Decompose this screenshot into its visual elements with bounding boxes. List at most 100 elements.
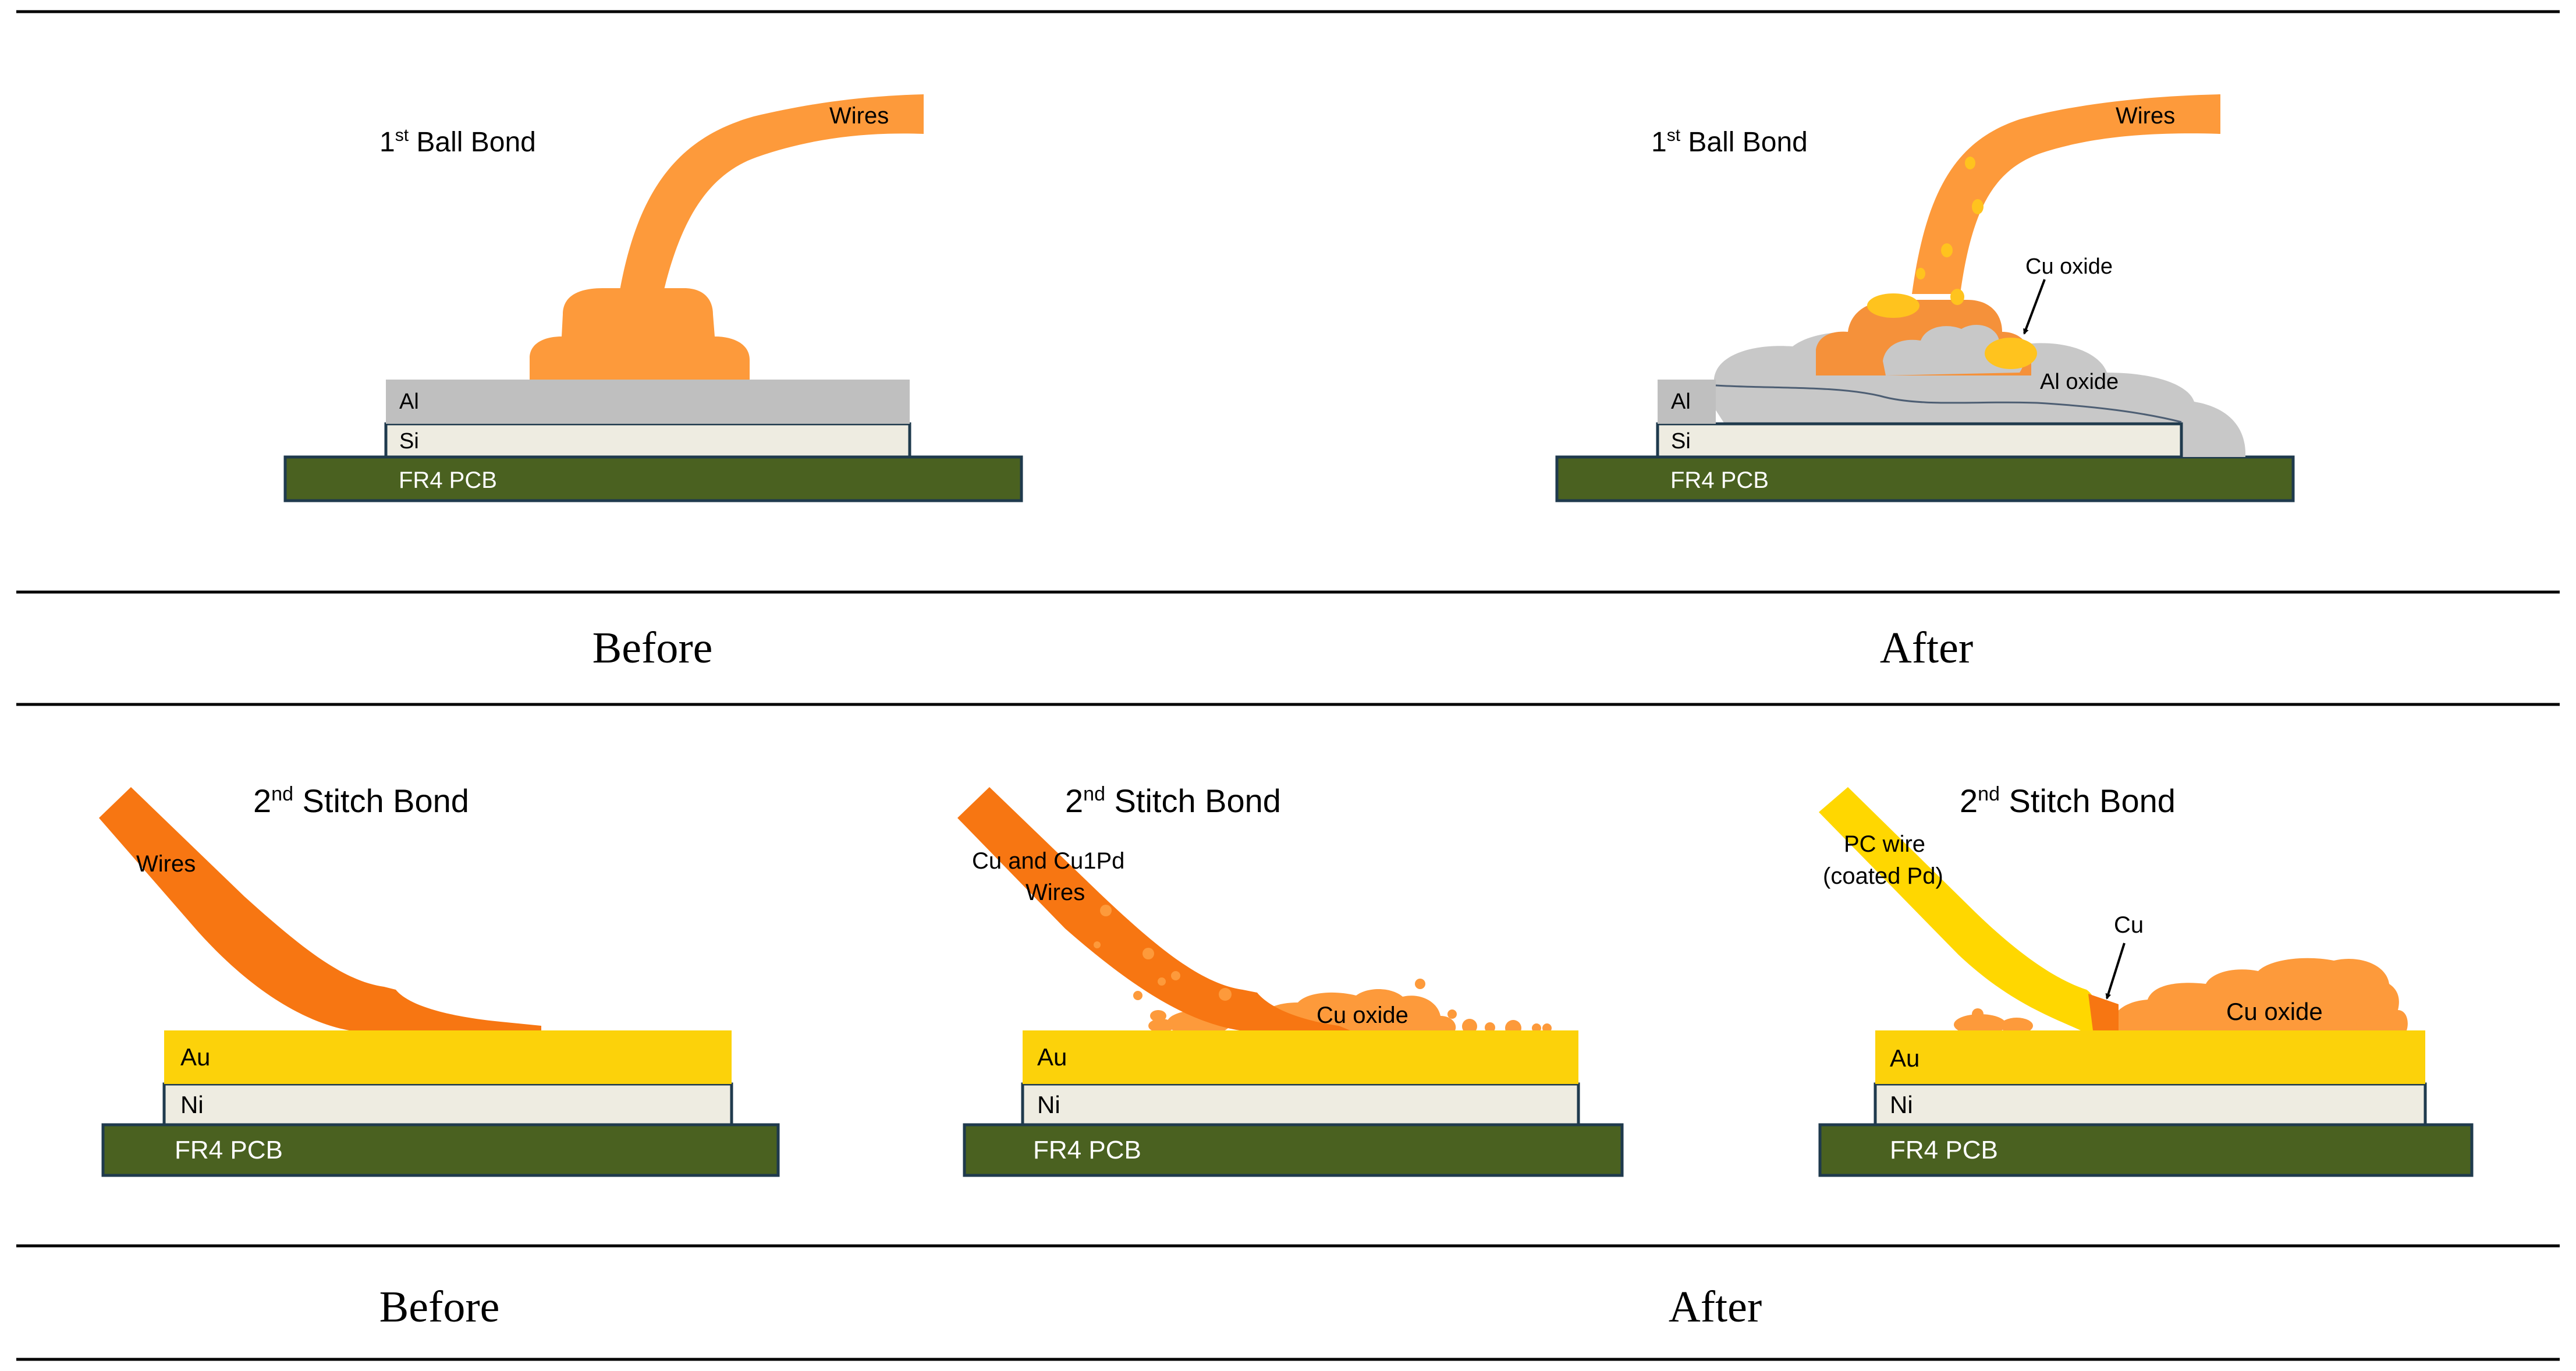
fr4-pcb-layer: [283, 455, 1023, 502]
wire-shape: [619, 94, 924, 297]
title-sup: st: [395, 126, 409, 145]
title-sup: nd: [1083, 783, 1105, 805]
ni-label: Ni: [1037, 1091, 1060, 1118]
cu-oxide-dot: [1100, 905, 1112, 916]
al-oxide-boundary: [1715, 384, 2182, 423]
cu-oxide-spot: [1965, 157, 1975, 169]
title-main: 1: [379, 127, 395, 158]
title-rest: Stitch Bond: [293, 782, 469, 819]
caption-before: Before: [379, 1283, 500, 1331]
title-main: 1: [1651, 127, 1667, 158]
cu-oxide-arrow: [2023, 279, 2046, 335]
caption-after: After: [1669, 1283, 1762, 1331]
ball-bond-title: 1st Ball Bond: [1651, 126, 1808, 158]
al-layer: [1658, 380, 1716, 424]
ball-bond-title: 1st Ball Bond: [379, 126, 536, 158]
al-label: Al: [399, 389, 419, 414]
title-sup: st: [1667, 126, 1681, 145]
cu-oxide-dot: [1171, 971, 1180, 980]
cu-oxide-spot: [1950, 289, 1964, 305]
wire-label-line2: (coated Pd): [1823, 863, 1943, 889]
cu-oxide-blob: [1150, 1010, 1166, 1022]
cu-oxide-blob: [2000, 1018, 2033, 1034]
pcb-label: FR4 PCB: [399, 467, 497, 493]
cu-oxide-spot: [1941, 243, 1953, 257]
au-label: Au: [180, 1043, 210, 1071]
ni-label: Ni: [1890, 1091, 1913, 1118]
cu-oxide-blob: [2356, 1015, 2391, 1034]
caption-after: After: [1880, 623, 1973, 672]
cu-oxide-blob: [1954, 1014, 2006, 1035]
title-sup: nd: [1978, 783, 2000, 805]
al-layer: [386, 380, 910, 424]
stitch-bond-title: 2nd Stitch Bond: [253, 782, 469, 819]
cu-oxide-blob: [1972, 1008, 1984, 1020]
title-main: 2: [1065, 782, 1083, 819]
table-rules: [16, 10, 2560, 1361]
ball-bond-shape: [530, 288, 750, 380]
pcb-label: FR4 PCB: [175, 1136, 283, 1164]
pcb-label: FR4 PCB: [1670, 467, 1769, 493]
si-layer: [1656, 422, 2183, 459]
cu-oxide-dot: [1219, 988, 1232, 1001]
ni-label: Ni: [180, 1091, 204, 1118]
cu-oxide-dot: [1447, 1009, 1457, 1019]
cu-oxide-dot: [1133, 991, 1142, 1000]
caption-before: Before: [592, 623, 713, 672]
al-oxide-bumps: [1883, 324, 2024, 375]
wire-shape: [1912, 94, 2220, 294]
wire-label: Wires: [829, 103, 889, 129]
stitch-bond-title: 2nd Stitch Bond: [1065, 782, 1281, 819]
al-oxide-label: Al oxide: [2040, 370, 2119, 394]
cu-oxide-spot: [1916, 268, 1925, 279]
cu-oxide-dot: [1158, 977, 1166, 986]
au-label: Au: [1037, 1043, 1067, 1071]
pc-wire-shape: [1819, 787, 2096, 1030]
au-layer: [164, 1030, 732, 1084]
ni-layer: [162, 1082, 733, 1126]
cu-oxide-dot: [1415, 979, 1425, 989]
stitch-bond-after-cu-panel: 2nd Stitch Bond Cu and Cu1Pd Wires Cu ox…: [957, 782, 1624, 1177]
title-rest: Ball Bond: [1680, 127, 1808, 158]
cu-oxide-blob: [1485, 1022, 1495, 1033]
stitch-bond-after-pc-panel: 2nd Stitch Bond PC wire (coated Pd) Cu C…: [1818, 782, 2474, 1177]
cu-oxide-spot: [1867, 293, 1919, 318]
title-rest: Stitch Bond: [1105, 782, 1281, 819]
cu-oxide-spot: [1985, 338, 2037, 369]
cu-oxide-spot: [1972, 199, 1984, 214]
title-sup: nd: [271, 783, 293, 805]
cu-oxide-blob: [1462, 1019, 1477, 1034]
wire-shape: [957, 787, 1350, 1030]
au-label: Au: [1890, 1044, 1919, 1072]
cu-oxide-blob: [1148, 1019, 1174, 1033]
fr4-pcb-layer: [1555, 455, 2295, 502]
cu-oxide-label: Cu oxide: [2226, 998, 2323, 1025]
fr4-pcb-layer: [101, 1123, 780, 1177]
ball-bond-after-panel: 1st Ball Bond Wires Cu oxide Al oxide Al…: [1555, 94, 2295, 502]
wire-label: Wires: [2116, 103, 2175, 129]
cu-oxide-label: Cu oxide: [2025, 254, 2113, 279]
cu-oxide-label: Cu oxide: [1317, 1002, 1408, 1028]
cu-oxide-dot: [1142, 948, 1154, 959]
fr4-pcb-layer: [963, 1123, 1624, 1177]
cu-core: [2088, 994, 2119, 1030]
au-layer: [1023, 1030, 1578, 1084]
wire-label-line2: Wires: [1026, 880, 1085, 905]
wire-label: Wires: [136, 851, 196, 877]
wire-shape: [99, 787, 541, 1030]
ni-layer: [1874, 1082, 2427, 1126]
wire-label-line1: Cu and Cu1Pd: [972, 848, 1124, 874]
fr4-pcb-layer: [1818, 1123, 2474, 1177]
ni-layer: [1021, 1082, 1580, 1126]
si-label: Si: [399, 429, 419, 454]
cu-oxide-dot: [1094, 941, 1101, 948]
stitch-bond-title: 2nd Stitch Bond: [1960, 782, 2176, 819]
cu-label: Cu: [2114, 912, 2144, 938]
si-label: Si: [1671, 429, 1691, 454]
title-main: 2: [253, 782, 271, 819]
stitch-bond-before-panel: 2nd Stitch Bond Wires Au Ni FR4 PCB: [99, 782, 780, 1177]
cu-oxide-mass: [2110, 958, 2408, 1030]
pcb-label: FR4 PCB: [1033, 1136, 1141, 1164]
title-main: 2: [1960, 782, 1978, 819]
